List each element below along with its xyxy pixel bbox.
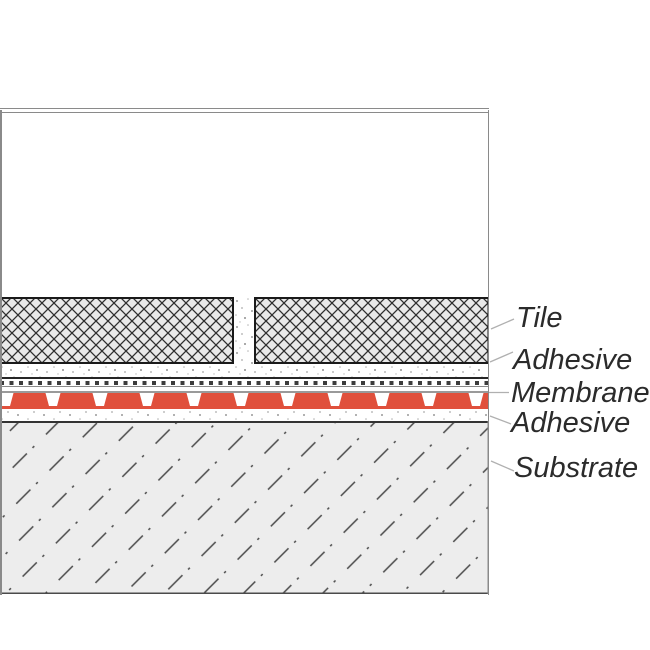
tile-left — [0, 297, 234, 364]
leader-line-substrate — [490, 460, 515, 472]
left-frame-line — [0, 110, 2, 595]
membrane-top-line — [0, 391, 489, 393]
adhesive-top-layer — [0, 364, 489, 377]
adhesive-bottom-layer — [0, 409, 489, 421]
tile-right — [253, 297, 489, 364]
leader-line-adhesive-bottom — [489, 415, 512, 425]
cross-section-drawing — [0, 108, 489, 595]
grout-joint — [234, 297, 254, 364]
membrane-base-sheet — [0, 405, 489, 409]
membrane-layer — [0, 377, 489, 409]
membrane-fleece-band — [0, 377, 489, 387]
right-frame-line — [487, 110, 489, 595]
leader-line-adhesive-top — [489, 351, 514, 363]
label-adhesive-bottom: Adhesive — [511, 407, 631, 439]
fleece-dot-row — [0, 380, 489, 385]
membrane-studs — [0, 392, 489, 406]
label-substrate: Substrate — [514, 452, 639, 484]
room-space — [1, 112, 488, 297]
label-tile: Tile — [516, 302, 563, 334]
substrate-layer — [0, 420, 489, 594]
top-surface-line — [0, 108, 489, 113]
leader-line-tile — [490, 318, 515, 330]
label-adhesive-top: Adhesive — [513, 344, 633, 376]
label-membrane: Membrane — [511, 377, 650, 409]
